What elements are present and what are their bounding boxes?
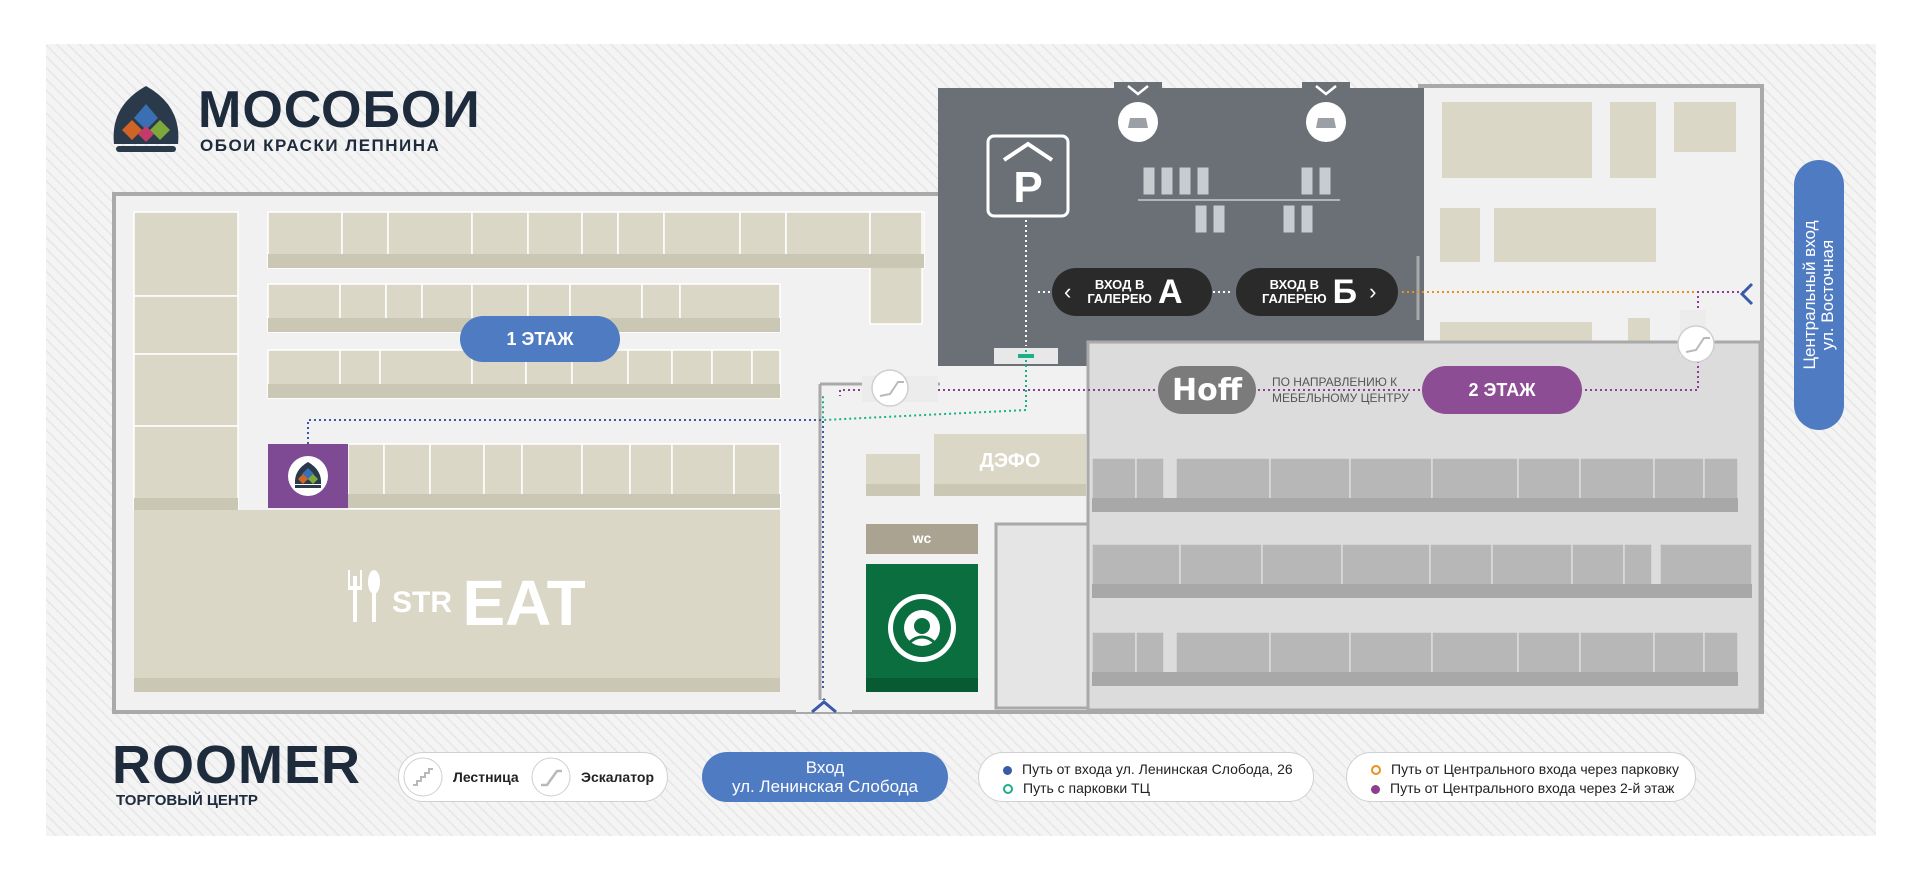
mosoboi-logo [113, 86, 179, 152]
roomer-logo: ROOMER ТОРГОВЫЙ ЦЕНТР [112, 738, 361, 809]
svg-text:P: P [1013, 163, 1042, 212]
parking-spaces [1138, 167, 1340, 233]
car-entrance-icon[interactable] [1118, 102, 1158, 142]
route-sloboda [307, 419, 824, 688]
stairs-icon [403, 757, 443, 797]
hoff-note-line2: МЕБЕЛЬНОМУ ЦЕНТРУ [1272, 391, 1409, 405]
legend-routes-2: Путь от Центрального входа через парковк… [1346, 752, 1696, 802]
entrance-sloboda-line2: ул. Ленинская Слобода [731, 777, 919, 796]
brand-tagline: ОБОИ КРАСКИ ЛЕПНИНА [200, 136, 441, 155]
roomer-subtitle: ТОРГОВЫЙ ЦЕНТР [116, 792, 258, 809]
floor2-label[interactable]: 2 ЭТАЖ [1422, 366, 1582, 414]
escalator-icon[interactable] [862, 369, 938, 407]
service-area [994, 522, 1090, 710]
floor2-label-text: 2 ЭТАЖ [1468, 379, 1536, 400]
hoff-note-line1: ПО НАПРАВЛЕНИЮ К [1272, 375, 1398, 389]
central-entrance[interactable]: Центральный вход ул. Восточная [1794, 160, 1844, 430]
entrance-sloboda[interactable]: Вход ул. Ленинская Слобода [702, 752, 948, 802]
route-ring-orange [1371, 765, 1381, 776]
mosoboi-logo [294, 462, 322, 488]
hoff-logo: Hoff [1171, 372, 1243, 408]
brand-name: МОСОБОИ [198, 81, 481, 139]
mosoboi-brand: МОСОБОИ ОБОИ КРАСКИ ЛЕПНИНА [110, 82, 480, 162]
legend-route-sloboda: Путь от входа ул. Ленинская Слобода, 26 [1003, 761, 1293, 777]
gallery-a-line2: ГАЛЕРЕЮ [1087, 291, 1152, 306]
wc-room[interactable] [866, 524, 978, 554]
chevron-left-icon: ‹ [1064, 279, 1072, 304]
car-entrance-icon[interactable] [1306, 102, 1346, 142]
streat-big: EAT [462, 567, 586, 639]
escalator-icon[interactable] [1677, 310, 1715, 363]
legend-route-central-floor2: Путь от Центрального входа через 2-й эта… [1371, 780, 1674, 796]
gallery-b-line2: ГАЛЕРЕЮ [1262, 291, 1327, 306]
central-entrance-text: Центральный вход ул. Восточная [1800, 165, 1837, 425]
entrance-sloboda-line1: Вход [805, 758, 845, 777]
chevron-right-icon: › [1369, 279, 1377, 304]
gallery-b-letter: Б [1332, 272, 1358, 311]
gallery-a-letter: А [1157, 272, 1183, 311]
chevron-left-icon [1739, 282, 1754, 306]
route-dot-blue [1003, 765, 1012, 775]
gallery-b-line1: ВХОД В [1269, 277, 1320, 292]
parking-area [938, 88, 1424, 366]
chevron-down-icon [1127, 85, 1149, 96]
floor1-label[interactable]: 1 ЭТАЖ [460, 316, 620, 362]
legend-route-central-floor2-label: Путь от Центрального входа через 2-й эта… [1390, 780, 1675, 796]
chevron-down-icon [1315, 85, 1337, 96]
streat-logo: STR EAT [392, 566, 586, 640]
food-court[interactable] [134, 510, 780, 692]
legend-routes-1: Путь от входа ул. Ленинская Слобода, 26 … [978, 752, 1314, 802]
legend-stairs-escalator: Лестница Эскалатор [398, 752, 668, 802]
roomer-name: ROOMER [112, 735, 361, 795]
route-ring-green [1003, 784, 1013, 795]
hoff-store[interactable]: Hoff [1158, 366, 1256, 414]
parking-icon: P [986, 134, 1070, 218]
legend-route-parking: Путь с парковки ТЦ [1003, 780, 1150, 796]
gallery-b-entrance[interactable]: ВХОД В ГАЛЕРЕЮ Б › [1236, 268, 1398, 316]
streat-small: STR [392, 586, 452, 619]
floor1-label-text: 1 ЭТАЖ [506, 328, 574, 349]
fork-spoon-icon [348, 570, 380, 622]
legend-route-sloboda-label: Путь от входа ул. Ленинская Слобода, 26 [1022, 761, 1293, 777]
legend-route-parking-label: Путь с парковки ТЦ [1023, 780, 1150, 796]
gallery-a-line1: ВХОД В [1094, 277, 1145, 292]
defo-label: ДЭФО [979, 450, 1041, 472]
wc-label: wc [912, 530, 932, 546]
central-entrance-line2: ул. Восточная [1818, 239, 1837, 351]
legend-stairs-label: Лестница [453, 769, 519, 785]
legend-route-central-parking: Путь от Центрального входа через парковк… [1371, 761, 1679, 777]
hoff-direction-note: ПО НАПРАВЛЕНИЮ К МЕБЕЛЬНОМУ ЦЕНТРУ [1272, 374, 1409, 406]
route-parking [822, 350, 1027, 422]
gallery-b-text: ВХОД В ГАЛЕРЕЮ [1262, 278, 1327, 306]
starbucks-logo [888, 594, 956, 662]
route-dot-purple [1371, 784, 1380, 794]
legend-route-central-parking-label: Путь от Центрального входа через парковк… [1391, 761, 1679, 777]
legend-escalator-label: Эскалатор [581, 769, 654, 785]
left-store-column [133, 211, 239, 511]
central-entrance-line1: Центральный вход [1800, 220, 1819, 370]
gallery-a-entrance[interactable]: ‹ ВХОД В ГАЛЕРЕЮ А [1052, 268, 1212, 316]
upper-right-stores [1440, 102, 1736, 346]
gallery-a-text: ВХОД В ГАЛЕРЕЮ [1087, 278, 1152, 306]
escalator-icon [531, 757, 571, 797]
